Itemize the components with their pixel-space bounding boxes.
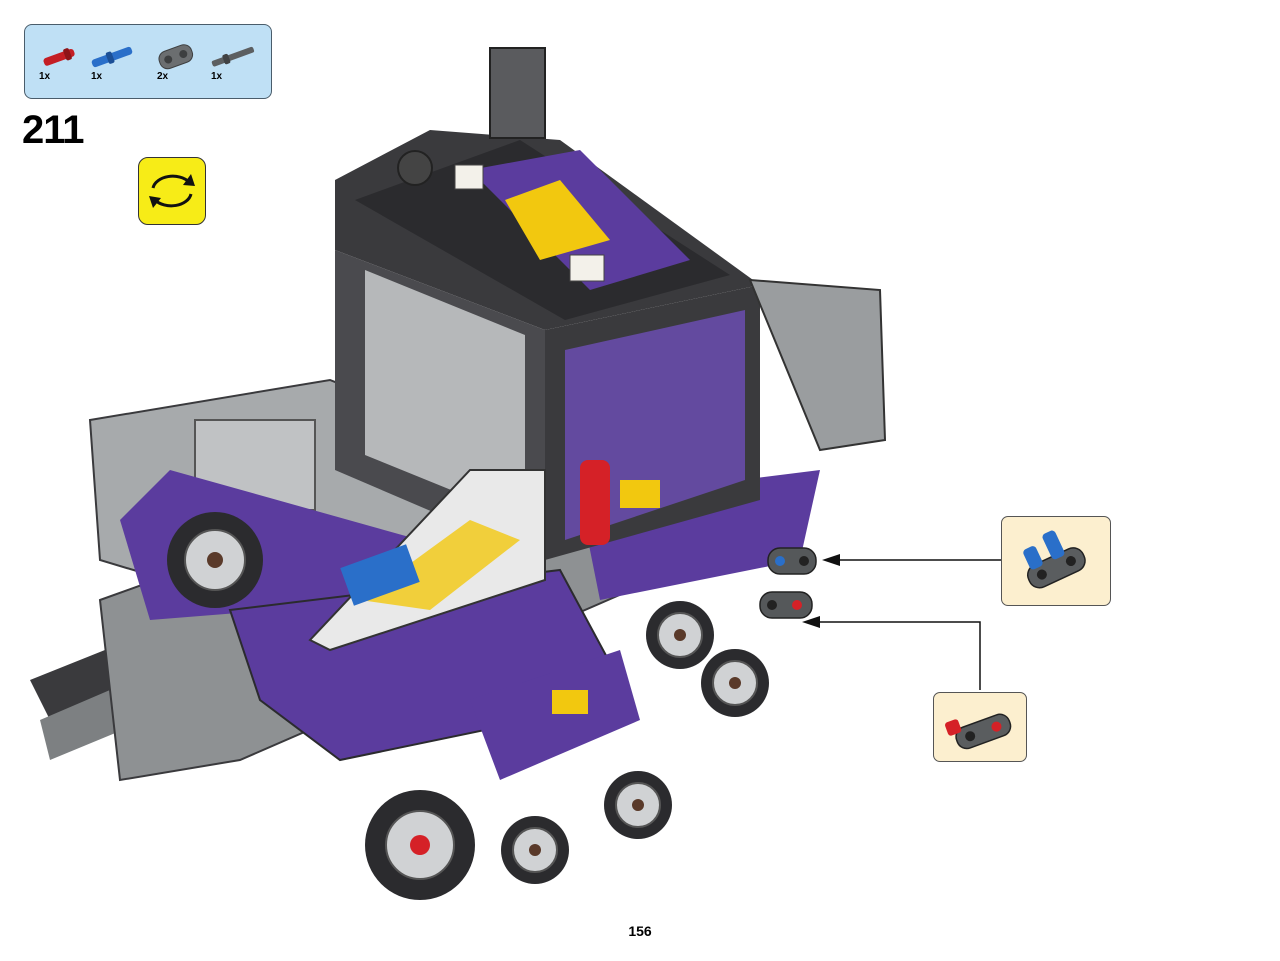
red-pin-connector-icon	[945, 713, 1012, 750]
part-qty: 1x	[39, 71, 51, 82]
gray-connector-icon	[158, 44, 194, 70]
new-parts-on-model	[759, 547, 817, 619]
wheel	[604, 771, 672, 839]
part-red-axle-pin: 1x	[35, 37, 90, 92]
parts-list: 1x 1x 2x 1x	[24, 24, 272, 99]
rotate-arrows-icon	[149, 174, 195, 208]
part-gray-connector: 2x	[153, 37, 208, 92]
wheels	[167, 512, 769, 900]
step-number: 211	[22, 108, 85, 152]
wheel	[365, 790, 475, 900]
red-axle-pin-icon	[43, 48, 75, 66]
rotate-model-icon	[138, 157, 206, 225]
part-gray-axle: 1x	[207, 37, 262, 92]
callout-arrows	[802, 554, 1002, 690]
hood	[228, 469, 640, 780]
page-number: 156	[628, 923, 652, 939]
blue-long-pin-icon	[91, 46, 133, 68]
part-blue-long-pin: 1x	[87, 37, 142, 92]
gray-axle-icon	[211, 46, 255, 67]
part-qty: 1x	[91, 71, 103, 82]
wheel	[646, 601, 714, 669]
callout-blue-pin-connector	[1001, 516, 1111, 606]
blue-pin-connector-icon	[1023, 530, 1086, 589]
part-qty: 1x	[211, 71, 223, 82]
part-qty: 2x	[157, 71, 169, 82]
wheel	[501, 816, 569, 884]
callout-red-pin-connector	[933, 692, 1027, 762]
wheel	[167, 512, 263, 608]
wheel	[701, 649, 769, 717]
